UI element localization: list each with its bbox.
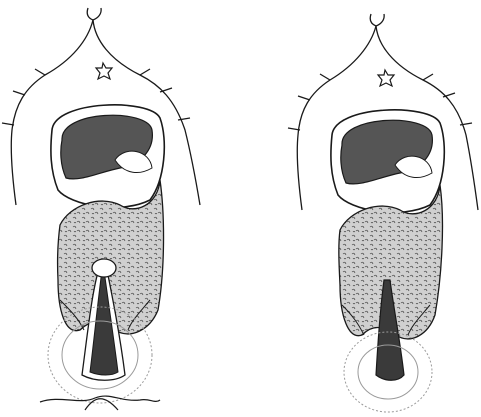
left-seton-thread <box>40 396 160 410</box>
right-rectum <box>331 110 444 213</box>
panel-right <box>288 14 478 412</box>
left-star-icon <box>96 63 112 79</box>
panel-left <box>2 8 200 410</box>
left-rectum <box>51 105 164 208</box>
right-star-icon <box>378 70 394 86</box>
